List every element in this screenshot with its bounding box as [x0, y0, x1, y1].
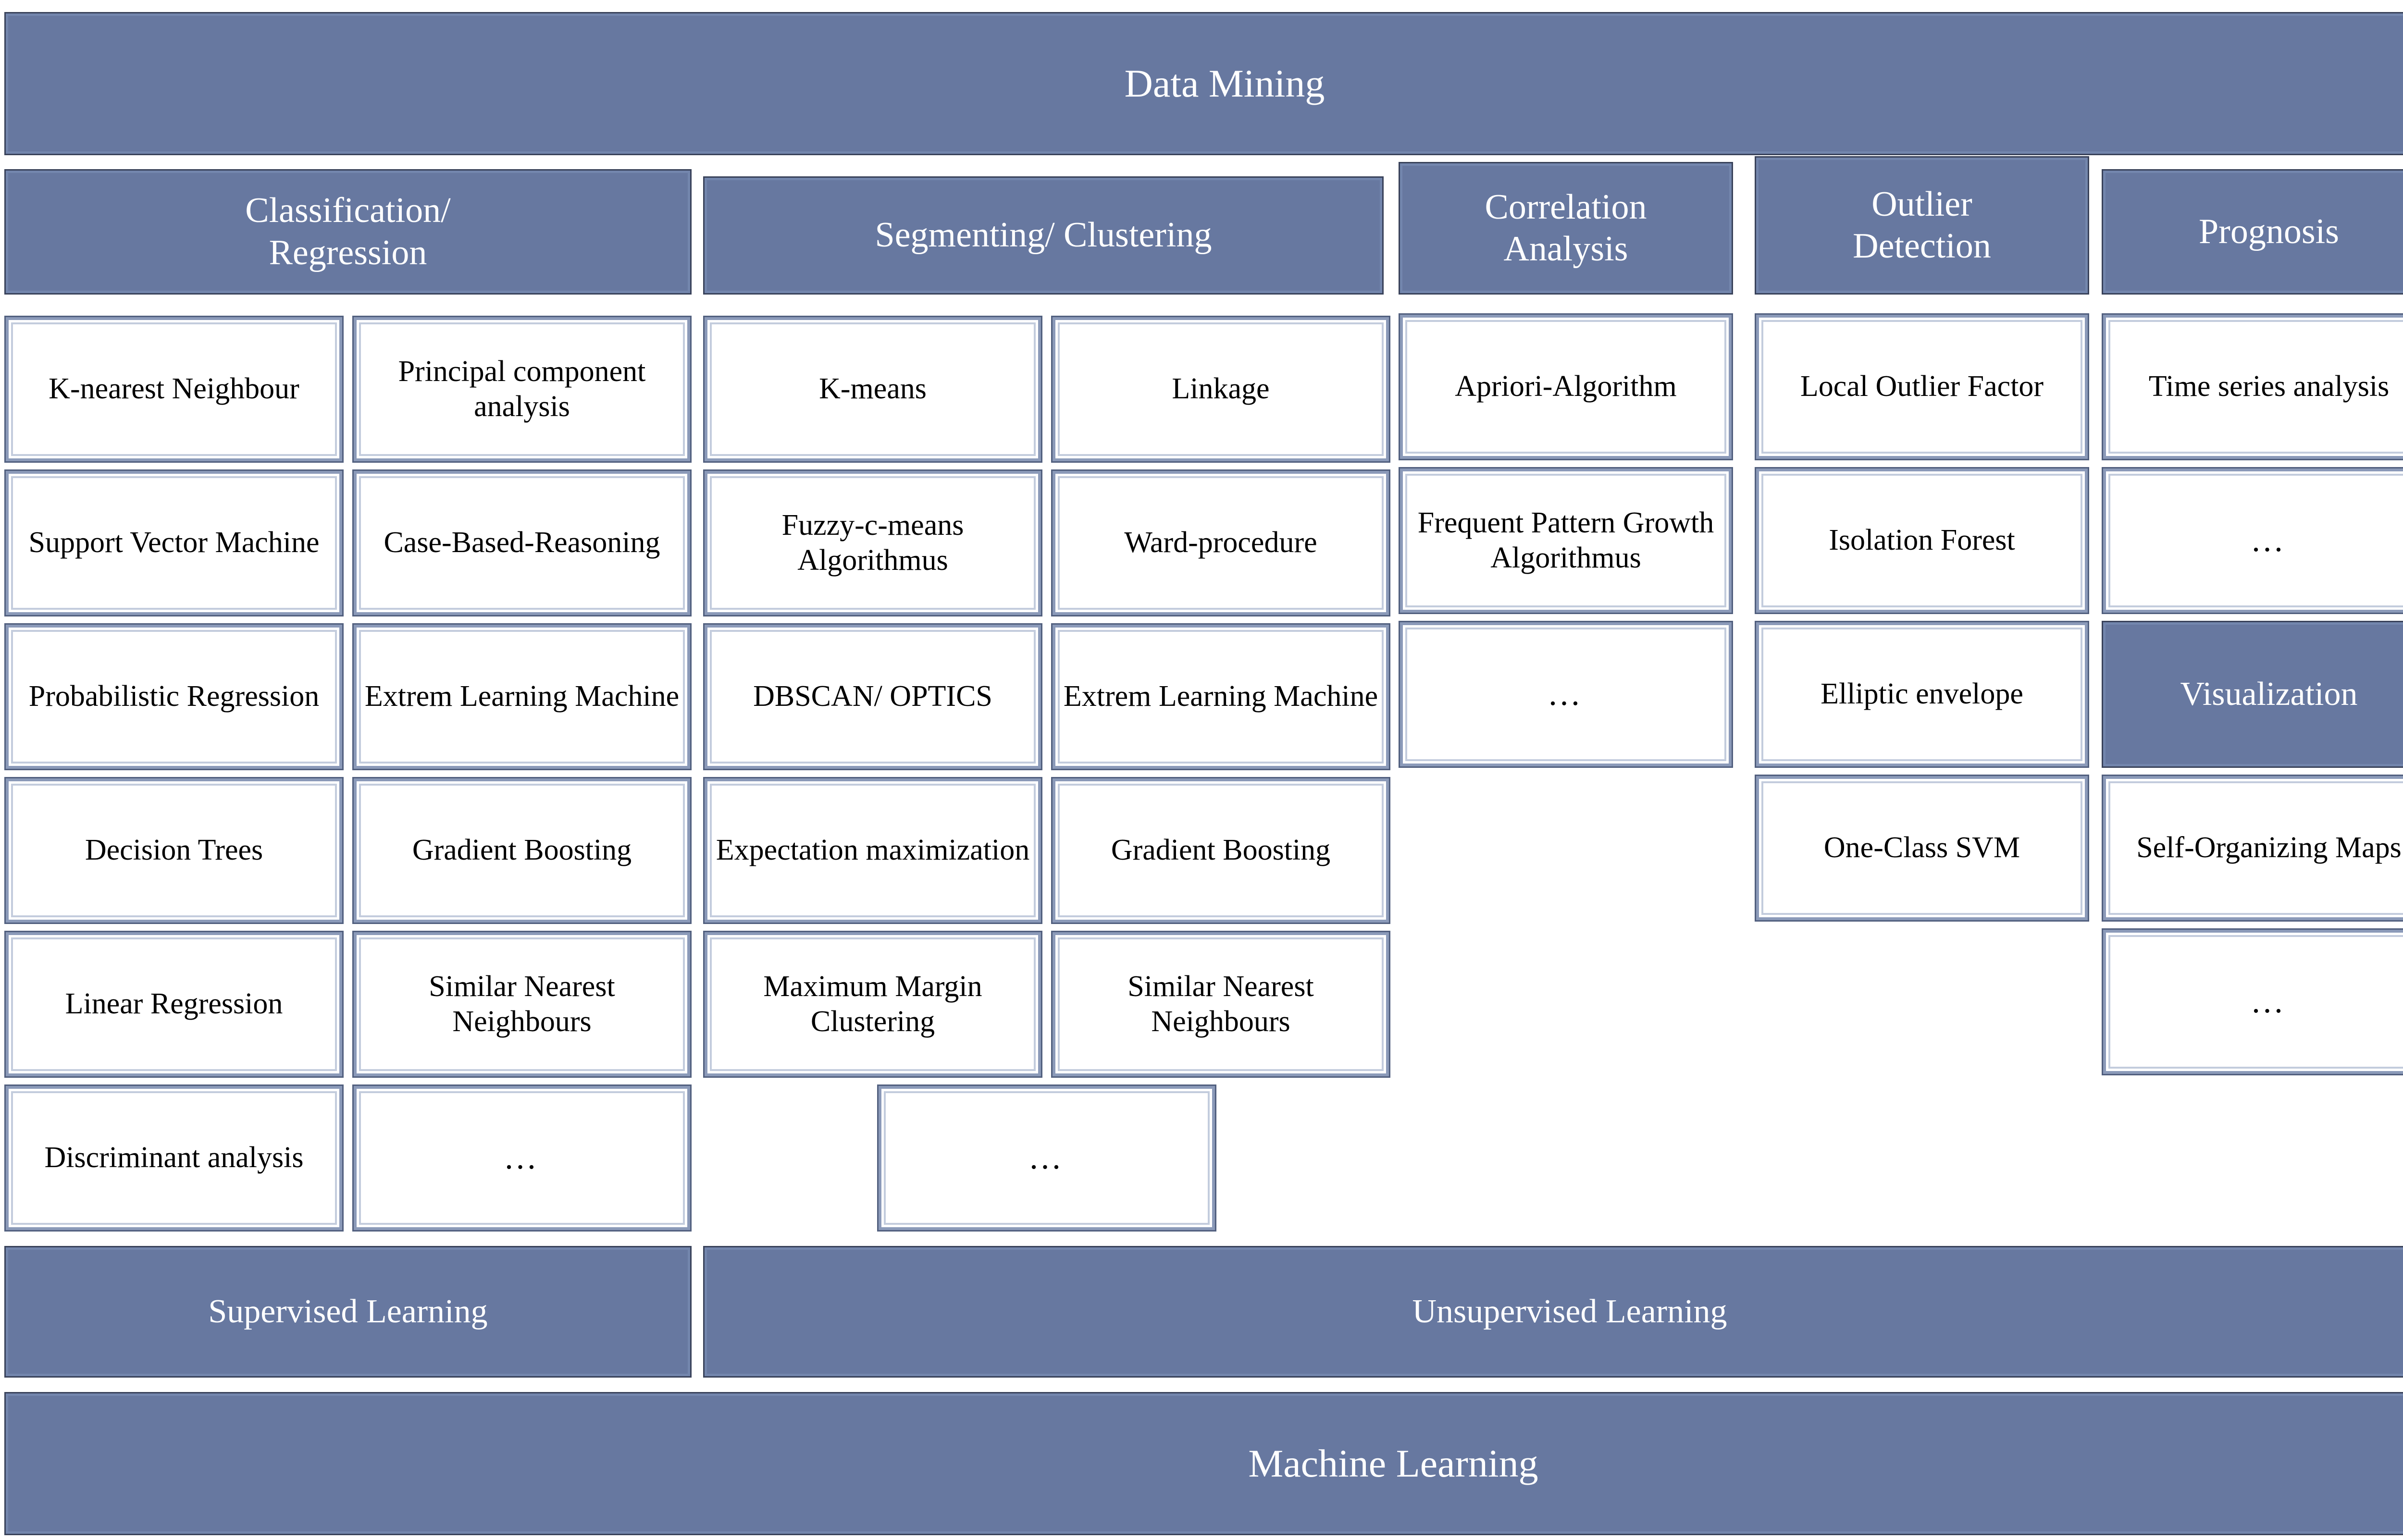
column-header-label: Prognosis: [2199, 211, 2339, 251]
leaf-case-based-reasoning: Case-Based-Reasoning: [352, 469, 692, 616]
column-header-correlation-analysis: Correlation Analysis: [1399, 162, 1733, 295]
leaf-apriori-algorithm: Apriori-Algorithm: [1399, 313, 1733, 460]
leaf-extrem-learning-machine-sc: Extrem Learning Machine: [1051, 623, 1390, 770]
column-header-label: Correlation Analysis: [1485, 187, 1647, 269]
leaf-ellipsis-clustering: …: [877, 1084, 1216, 1232]
leaf-decision-trees: Decision Trees: [4, 777, 344, 924]
leaf-ward-procedure: Ward-procedure: [1051, 469, 1390, 616]
leaf-ellipsis-visualization: …: [2102, 928, 2403, 1075]
column-header-visualization: Visualization: [2102, 621, 2403, 768]
leaf-pca: Principal component analysis: [352, 316, 692, 463]
leaf-maximum-margin-clustering: Maximum Margin Clustering: [703, 931, 1042, 1078]
leaf-probabilistic-regression: Probabilistic Regression: [4, 623, 344, 770]
leaf-similar-nearest-neighbours-sc: Similar Nearest Neighbours: [1051, 931, 1390, 1078]
root-label: Data Mining: [1124, 61, 1325, 105]
leaf-k-means: K-means: [703, 316, 1042, 463]
column-header-segmenting-clustering: Segmenting/ Clustering: [703, 176, 1384, 295]
column-header-prognosis: Prognosis: [2102, 169, 2403, 295]
leaf-one-class-svm: One-Class SVM: [1755, 775, 2089, 922]
column-header-label: Segmenting/ Clustering: [875, 215, 1212, 255]
paradigm-label: Unsupervised Learning: [1412, 1293, 1727, 1330]
leaf-fuzzy-c-means: Fuzzy-c-means Algorithmus: [703, 469, 1042, 616]
column-header-classification-regression: Classification/ Regression: [4, 169, 692, 295]
leaf-gradient-boosting-cr: Gradient Boosting: [352, 777, 692, 924]
leaf-discriminant-analysis: Discriminant analysis: [4, 1084, 344, 1232]
paradigm-label: Supervised Learning: [208, 1293, 488, 1330]
paradigm-unsupervised-learning: Unsupervised Learning: [703, 1246, 2403, 1378]
leaf-time-series-analysis: Time series analysis: [2102, 313, 2403, 460]
leaf-similar-nearest-neighbours-cr: Similar Nearest Neighbours: [352, 931, 692, 1078]
leaf-gradient-boosting-sc: Gradient Boosting: [1051, 777, 1390, 924]
leaf-ellipsis-correlation: …: [1399, 621, 1733, 768]
column-header-label: Visualization: [2180, 675, 2358, 713]
column-header-outlier-detection: Outlier Detection: [1755, 156, 2089, 295]
leaf-isolation-forest: Isolation Forest: [1755, 467, 2089, 614]
leaf-ellipsis-prognosis: …: [2102, 467, 2403, 614]
column-header-label: Outlier Detection: [1853, 184, 1991, 266]
leaf-extrem-learning-machine-cr: Extrem Learning Machine: [352, 623, 692, 770]
leaf-local-outlier-factor: Local Outlier Factor: [1755, 313, 2089, 460]
leaf-dbscan-optics: DBSCAN/ OPTICS: [703, 623, 1042, 770]
footer-node-machine-learning: Machine Learning: [4, 1392, 2403, 1535]
leaf-self-organizing-maps: Self-Organizing Maps: [2102, 775, 2403, 922]
leaf-linkage: Linkage: [1051, 316, 1390, 463]
leaf-expectation-maximization: Expectation maximization: [703, 777, 1042, 924]
paradigm-supervised-learning: Supervised Learning: [4, 1246, 692, 1378]
leaf-linear-regression: Linear Regression: [4, 931, 344, 1078]
root-node-data-mining: Data Mining: [4, 12, 2403, 155]
leaf-elliptic-envelope: Elliptic envelope: [1755, 621, 2089, 768]
leaf-ellipsis-cr: …: [352, 1084, 692, 1232]
leaf-knn: K-nearest Neighbour: [4, 316, 344, 463]
leaf-fp-growth: Frequent Pattern Growth Algorithmus: [1399, 467, 1733, 614]
leaf-svm: Support Vector Machine: [4, 469, 344, 616]
footer-label: Machine Learning: [1248, 1441, 1538, 1485]
column-header-label: Classification/ Regression: [245, 191, 451, 272]
